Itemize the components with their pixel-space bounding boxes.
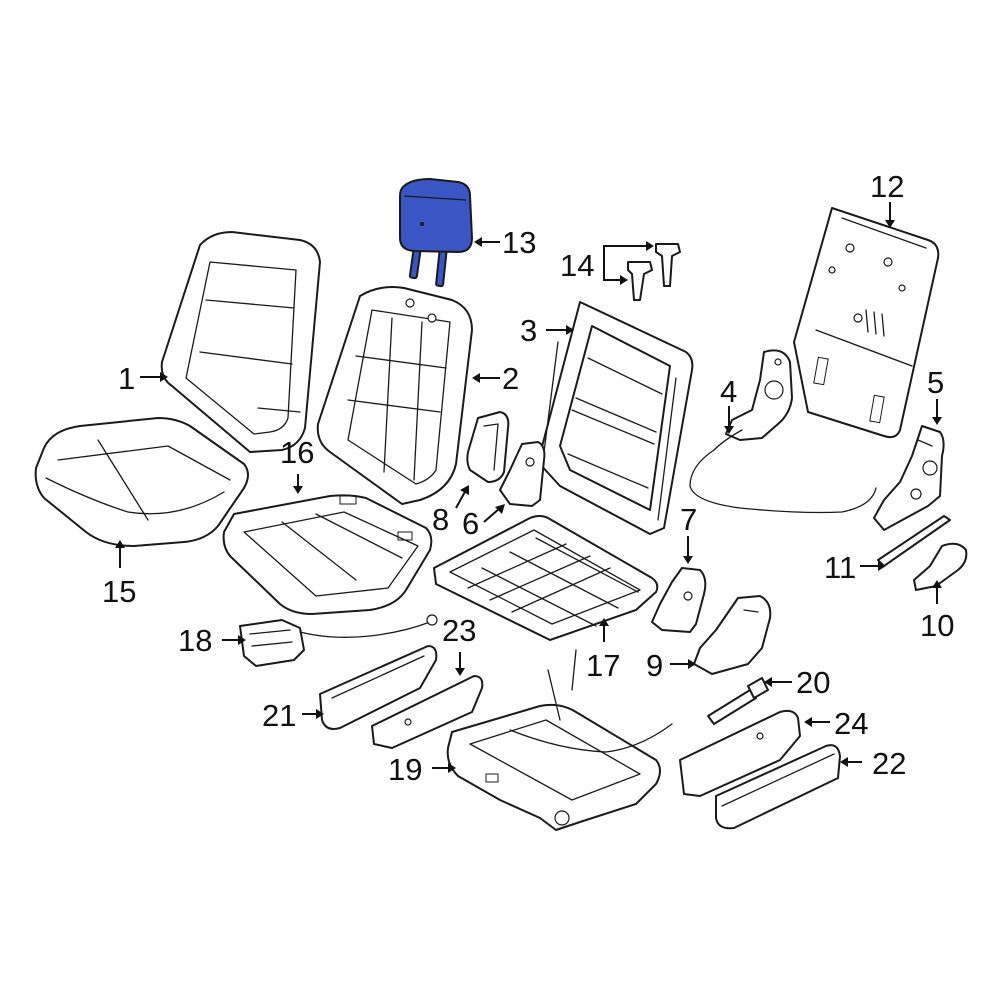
leader-14	[603, 245, 648, 264]
seat-cushion-cover	[34, 417, 249, 547]
recliner-mechanism	[873, 425, 945, 531]
callout-6: 6	[462, 506, 479, 541]
bracket-6	[499, 441, 546, 507]
callout-7: 7	[680, 502, 697, 537]
callout-14: 14	[560, 248, 594, 283]
gas-strut	[707, 677, 769, 725]
callout-12: 12	[870, 169, 904, 204]
callout-22: 22	[872, 746, 906, 781]
callout-8: 8	[432, 502, 449, 537]
cushion-frame	[433, 515, 659, 641]
headrest-guides	[627, 243, 681, 301]
callout-5: 5	[927, 365, 944, 400]
side-trim-9	[693, 595, 772, 675]
callout-11: 11	[824, 550, 856, 585]
bracket-8	[466, 411, 510, 483]
leader-lines	[115, 202, 942, 773]
recliner-cable	[689, 349, 877, 514]
latch-with-cable	[239, 614, 438, 667]
seat-cushion-pad	[222, 494, 433, 615]
track-cover-21	[319, 645, 438, 730]
callout-16: 16	[280, 435, 314, 470]
callout-17: 17	[586, 648, 620, 683]
side-trim-7	[651, 567, 707, 633]
callout-15: 15	[102, 574, 136, 609]
callout-13: 13	[502, 225, 536, 260]
headrest	[399, 178, 473, 288]
callout-10: 10	[920, 608, 954, 643]
track-cover-22	[715, 744, 841, 830]
callout-20: 20	[796, 665, 830, 700]
seat-track	[446, 649, 673, 831]
seat-back-pad	[316, 286, 473, 505]
track-trim-24	[679, 709, 801, 797]
callout-24: 24	[834, 706, 868, 741]
seat-back-cover	[160, 231, 321, 453]
callout-21: 21	[262, 698, 296, 733]
callout-4: 4	[720, 374, 737, 409]
callout-9: 9	[646, 648, 663, 683]
callout-2: 2	[502, 361, 519, 396]
seat-back-frame	[537, 301, 694, 535]
seat-back-panel	[793, 207, 940, 439]
trim-piece	[913, 542, 968, 591]
callout-19: 19	[388, 752, 422, 787]
track-trim-23	[371, 675, 484, 749]
callout-1: 1	[118, 361, 135, 396]
callout-18: 18	[178, 623, 212, 658]
leader-8	[455, 489, 467, 509]
callout-23: 23	[442, 613, 476, 648]
leader-6	[483, 507, 501, 523]
callout-3: 3	[520, 313, 537, 348]
callout-labels: 1 2 3 4 5 6 7 8 9 10 11 12 13 14 15 16 1…	[102, 169, 954, 787]
